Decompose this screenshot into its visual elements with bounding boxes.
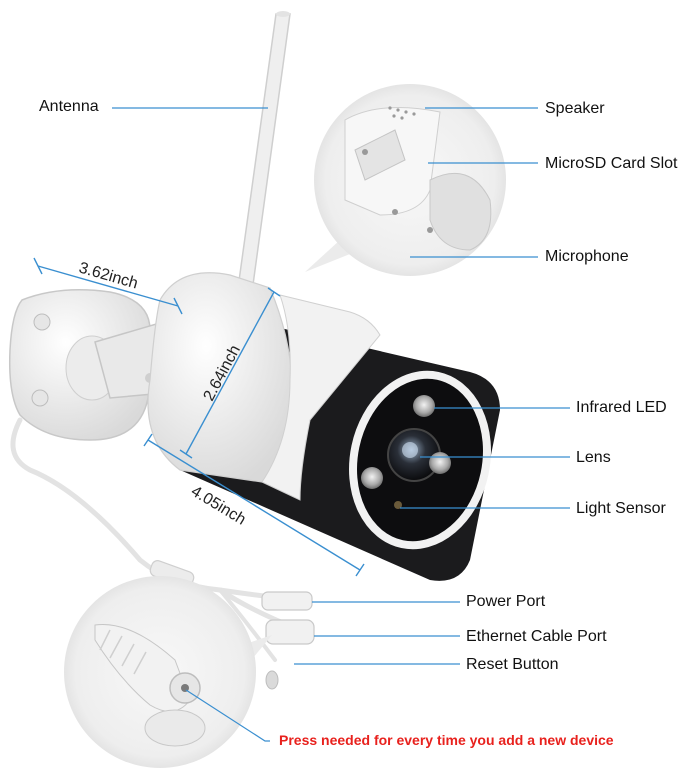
label-infrared-led: Infrared LED — [576, 399, 667, 416]
label-antenna: Antenna — [39, 98, 99, 115]
label-reset-button: Reset Button — [466, 656, 559, 673]
reset-note: Press needed for every time you add a ne… — [279, 732, 614, 748]
label-power-port: Power Port — [466, 593, 546, 610]
dimension-lines — [33, 257, 365, 577]
label-ethernet-cable-port: Ethernet Cable Port — [466, 628, 607, 645]
label-speaker: Speaker — [545, 100, 605, 117]
label-light-sensor: Light Sensor — [576, 500, 666, 517]
label-microphone: Microphone — [545, 248, 629, 265]
dimension-depth-label: 3.62inch — [77, 260, 140, 293]
speaker-callout-bubble — [305, 84, 506, 276]
leader-lines — [112, 107, 570, 742]
label-microsd-card-slot: MicroSD Card Slot — [545, 155, 678, 172]
label-lens: Lens — [576, 449, 611, 466]
antenna-illustration — [237, 11, 291, 293]
cable-connectors — [261, 591, 315, 690]
wall-mount-illustration — [8, 289, 193, 441]
connector-callout-bubble — [64, 576, 272, 768]
